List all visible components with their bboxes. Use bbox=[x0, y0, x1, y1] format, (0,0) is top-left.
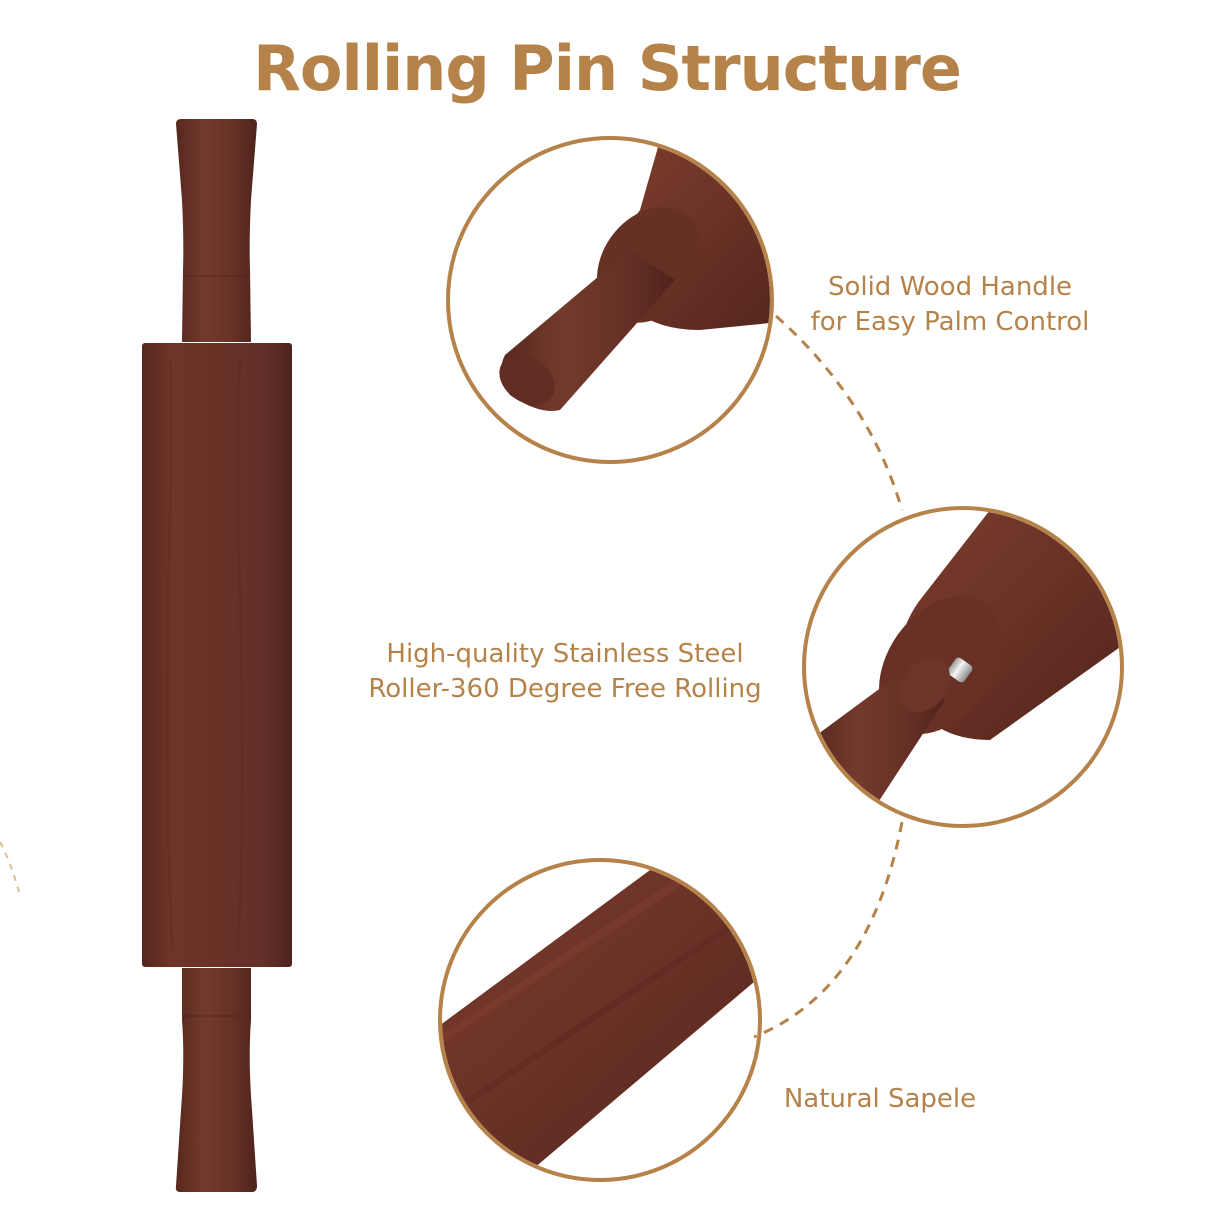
detail-circle-bearing bbox=[802, 506, 1124, 828]
steel-pin-icon bbox=[947, 657, 973, 683]
callout-bearing-line-1: High-quality Stainless Steel bbox=[386, 639, 744, 669]
rolling-pin-icon bbox=[142, 119, 292, 1192]
callout-bearing: High-quality Stainless Steel Roller-360 … bbox=[345, 637, 785, 707]
roller-body bbox=[142, 343, 292, 967]
bottom-handle bbox=[175, 968, 257, 1192]
callout-material: Natural Sapele bbox=[770, 1082, 990, 1117]
dashed-connector-bottom bbox=[753, 821, 904, 1039]
callout-handle: Solid Wood Handle for Easy Palm Control bbox=[800, 270, 1100, 340]
callout-handle-line-2: for Easy Palm Control bbox=[810, 307, 1090, 337]
callout-handle-line-1: Solid Wood Handle bbox=[827, 272, 1073, 302]
callout-bearing-line-2: Roller-360 Degree Free Rolling bbox=[368, 674, 762, 704]
detail-circle-wood-grain bbox=[438, 858, 762, 1182]
page-title: Rolling Pin Structure bbox=[253, 32, 962, 105]
callout-material-line-1: Natural Sapele bbox=[783, 1084, 977, 1114]
detail-circle-handle bbox=[446, 136, 774, 464]
top-handle bbox=[176, 119, 257, 342]
dashed-connector-left-fragment bbox=[0, 841, 21, 896]
dashed-connector-top bbox=[775, 314, 904, 511]
